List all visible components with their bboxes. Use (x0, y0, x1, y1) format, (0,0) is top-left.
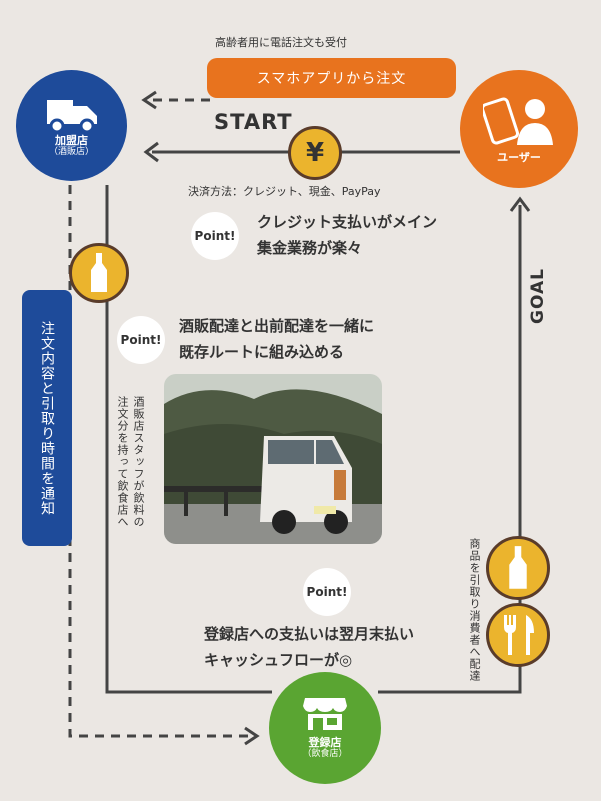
point-text-2: 酒販配達と出前配達を一緒に 既存ルートに組み込める (179, 313, 374, 365)
point-3-line-2: キャッシュフローが◎ (204, 651, 353, 669)
point-text-1: クレジット支払いがメイン 集金業務が楽々 (257, 209, 437, 261)
staff-note: 酒販店スタッフが飲料の 注文分を持って飲食店へ (114, 396, 146, 528)
goal-label-wrap: GOAL (524, 268, 554, 328)
staff-note-line-1: 酒販店スタッフが飲料の (132, 396, 145, 528)
notify-banner: 注文内容と引取り時間を通知 (22, 290, 72, 546)
yen-symbol: ¥ (305, 138, 325, 168)
partner-store-sub: （酒販店） (48, 146, 94, 157)
app-order-banner: スマホアプリから注文 (207, 58, 456, 98)
delivery-van-photo (164, 374, 382, 544)
point-2-line-2: 既存ルートに組み込める (179, 343, 345, 361)
bottle-icon (69, 243, 129, 303)
start-label: START (214, 110, 293, 134)
yen-icon: ¥ (288, 126, 342, 180)
point-2-line-1: 酒販配達と出前配達を一緒に (179, 317, 375, 335)
restaurant-node: 登録店 （飲食店） (269, 672, 381, 784)
storefront-icon (303, 698, 347, 730)
cutlery-icon (486, 603, 550, 667)
point-badge-1: Point! (191, 212, 239, 260)
staff-note-line-2: 注文分を持って飲食店へ (116, 396, 129, 528)
smartphone-user-icon (483, 97, 553, 145)
partner-store-label: 加盟店 (55, 133, 88, 147)
partner-store-node: 加盟店 （酒販店） (16, 70, 127, 181)
pickup-note: 商品を引取り消費者へ配達 (468, 538, 481, 682)
point-badge-3: Point! (303, 568, 351, 616)
restaurant-label: 登録店 (308, 736, 342, 749)
phone-order-note: 高齢者用に電話注文も受付 (215, 36, 347, 49)
point-1-line-1: クレジット支払いがメイン (257, 213, 438, 231)
user-label: ユーザー (497, 150, 541, 164)
user-node: ユーザー (460, 70, 578, 188)
point-1-line-2: 集金業務が楽々 (257, 239, 363, 257)
notify-text: 注文内容と引取り時間を通知 (39, 320, 55, 516)
payment-methods: 決済方法：クレジット、現金、PayPay (188, 185, 381, 198)
restaurant-sub: （飲食店） (302, 749, 348, 759)
goal-label: GOAL (527, 268, 548, 324)
point-3-line-1: 登録店への支払いは翌月末払い (204, 625, 415, 643)
point-badge-2: Point! (117, 316, 165, 364)
bottle-icon-right (486, 536, 550, 600)
truck-icon (46, 99, 97, 133)
point-text-3: 登録店への支払いは翌月末払い キャッシュフローが◎ (204, 621, 414, 673)
